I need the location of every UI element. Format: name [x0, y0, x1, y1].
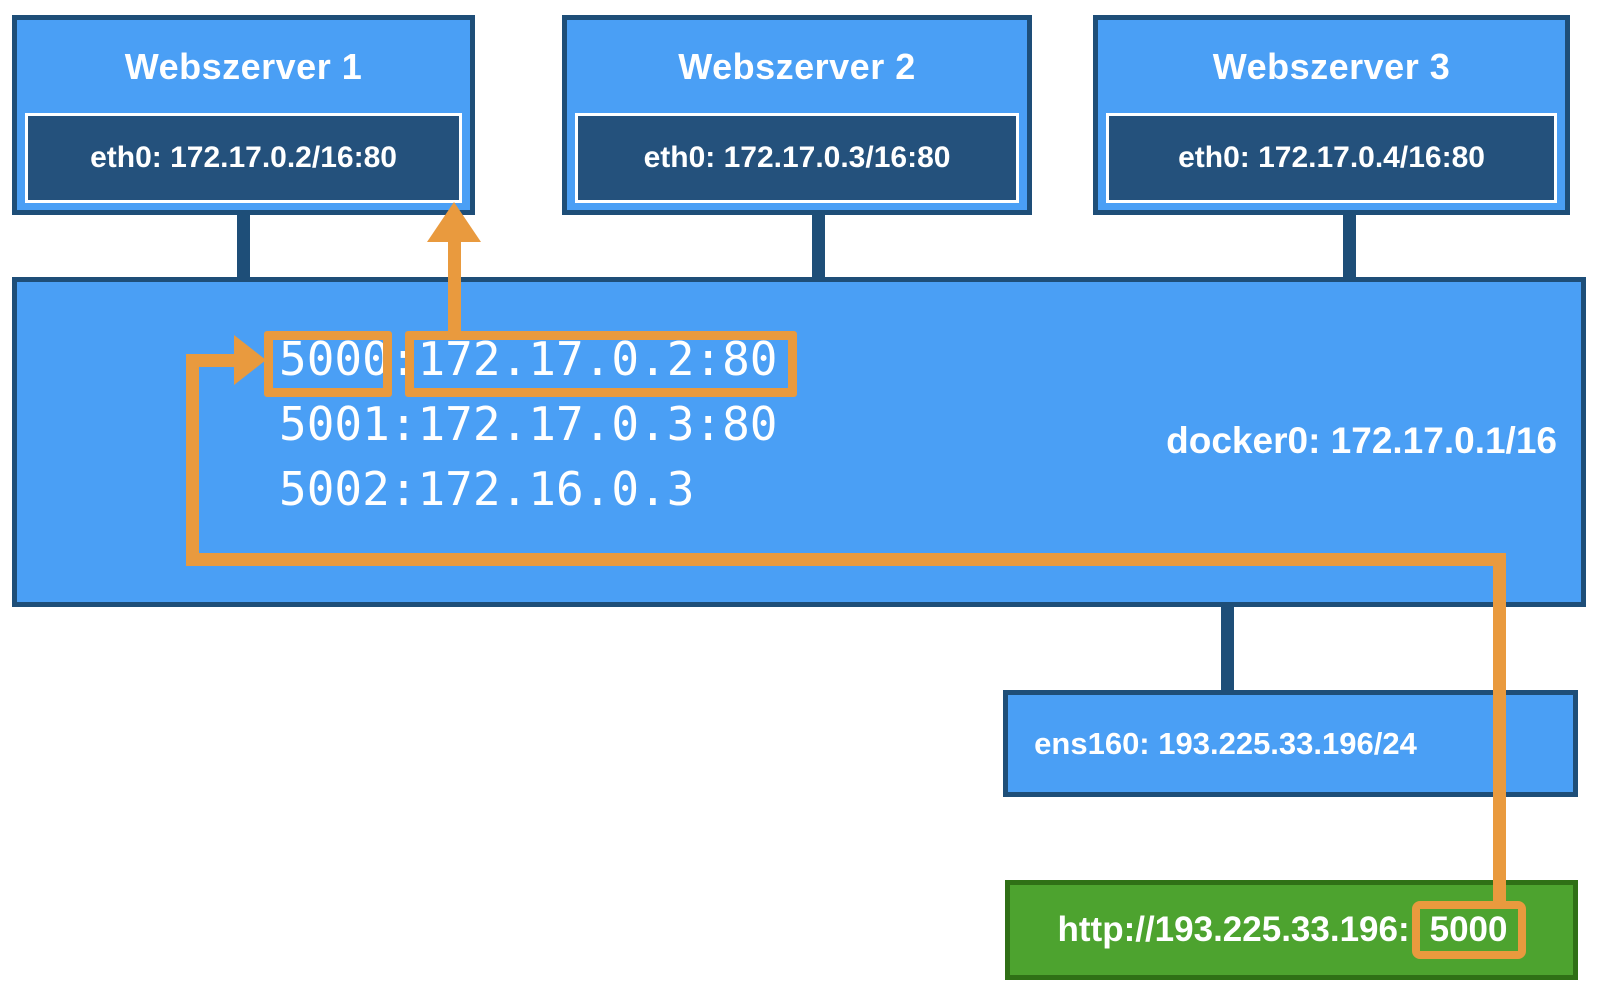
flow-line-left-vertical: [186, 354, 199, 566]
connector-docker0-ens160: [1221, 605, 1234, 692]
ens160-box: ens160: 193.225.33.196/24: [1003, 690, 1578, 797]
docker0-box: 5000:172.17.0.2:80 5001:172.17.0.3:80 50…: [12, 277, 1586, 607]
client-request-box: http://193.225.33.196: 5000: [1005, 880, 1578, 980]
port-mapping-line-2: 5001:172.17.0.3:80: [279, 397, 778, 451]
webserver-1-box: Webszerver 1 eth0: 172.17.0.2/16:80: [12, 15, 475, 215]
webserver-1-eth0-box: eth0: 172.17.0.2/16:80: [25, 113, 462, 203]
webserver-1-title: Webszerver 1: [124, 45, 363, 87]
webserver-1-eth0-label: eth0: 172.17.0.2/16:80: [90, 141, 397, 174]
port-mapping-line-1: 5000:172.17.0.2:80: [279, 332, 778, 386]
webserver-3-box: Webszerver 3 eth0: 172.17.0.4/16:80: [1093, 15, 1570, 215]
ens160-label: ens160: 193.225.33.196/24: [1034, 725, 1417, 761]
flow-line-arrow-stub: [199, 354, 234, 367]
mapping-arrowhead-to-webserver1-icon: [427, 202, 481, 242]
mapping-line-vertical: [448, 240, 461, 333]
connector-webserver1-docker0: [237, 213, 250, 280]
webserver-2-box: Webszerver 2 eth0: 172.17.0.3/16:80: [562, 15, 1032, 215]
webserver-3-title: Webszerver 3: [1212, 45, 1451, 87]
webserver-3-eth0-label: eth0: 172.17.0.4/16:80: [1178, 141, 1485, 174]
connector-webserver3-docker0: [1343, 213, 1356, 280]
connector-webserver2-docker0: [812, 213, 825, 280]
flow-line-bottom-horizontal: [186, 553, 1506, 566]
webserver-2-eth0-box: eth0: 172.17.0.3/16:80: [575, 113, 1019, 203]
flow-arrowhead-to-port-icon: [234, 335, 266, 385]
docker0-label: docker0: 172.17.0.1/16: [1166, 420, 1557, 461]
port-mapping-line-3: 5002:172.16.0.3: [279, 462, 695, 516]
flow-line-right-vertical: [1493, 553, 1506, 905]
webserver-2-title: Webszerver 2: [678, 45, 916, 87]
webserver-2-eth0-label: eth0: 172.17.0.3/16:80: [643, 141, 951, 174]
client-url-prefix: http://193.225.33.196:: [1057, 910, 1410, 949]
webserver-3-eth0-box: eth0: 172.17.0.4/16:80: [1106, 113, 1557, 203]
client-port-highlight: 5000: [1411, 901, 1526, 959]
